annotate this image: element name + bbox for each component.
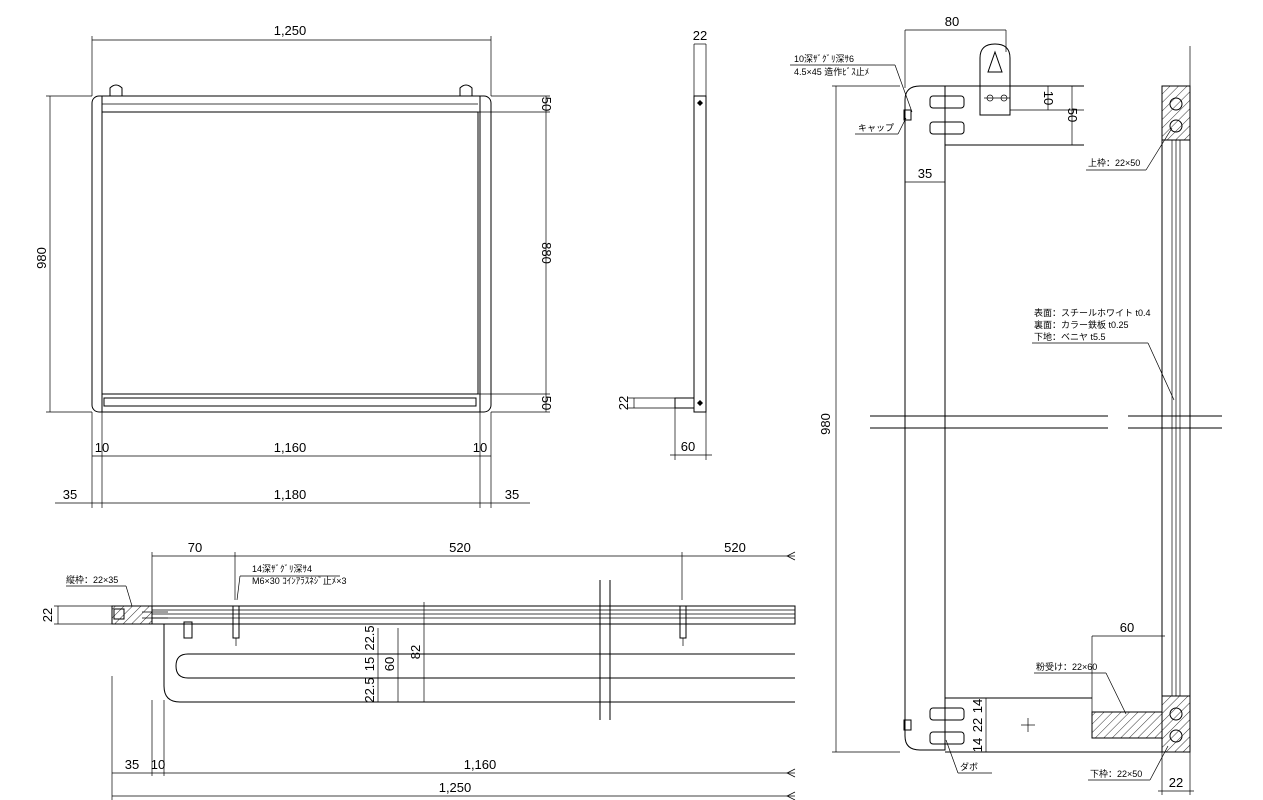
side-profile — [693, 95, 707, 413]
dowel-plan — [183, 621, 193, 639]
dim-1250-plan: 1,250 — [439, 780, 472, 795]
tray-plan — [163, 624, 795, 703]
dim-80: 80 — [945, 14, 959, 29]
dim-980-section: 980 — [818, 413, 833, 435]
label-bottom-frame: 下枠：22×50 — [1090, 768, 1142, 779]
dim-inset-left: 10 — [95, 440, 109, 455]
dim-22-5-b: 22.5 — [362, 677, 377, 702]
dim-82: 82 — [408, 645, 423, 659]
dim-height-total: 980 — [34, 247, 49, 269]
board-plan — [111, 605, 796, 625]
label-back: 裏面：カラー鉄板 t0.25 — [1034, 319, 1129, 330]
tray-section — [1091, 711, 1163, 739]
hanger-bracket — [979, 43, 1011, 116]
section-view: 80 10深ｻﾞｸﾞﾘ深ｻ6 4.5×45 造作ﾋﾞｽ止ﾒ 10 50 キャップ… — [790, 14, 1222, 795]
dim-22-plan: 22 — [40, 608, 55, 622]
dim-10-plan: 10 — [151, 757, 165, 772]
dim-60-plan: 60 — [382, 657, 397, 671]
dim-inset-right: 10 — [473, 440, 487, 455]
label-base: 下地：ベニヤ t5.5 — [1034, 331, 1106, 342]
dim-520-a: 520 — [449, 540, 471, 555]
dim-inner-height: 880 — [539, 242, 554, 264]
hook-right-icon — [459, 84, 473, 96]
dim-14-a: 14 — [970, 699, 985, 713]
dim-top-rail: 50 — [539, 97, 554, 111]
label-dowel: ダボ — [960, 761, 978, 772]
dim-bottom-rail: 50 — [539, 396, 554, 410]
front-view: 1,250 980 50 880 50 10 1,160 10 35 1,180… — [34, 23, 554, 508]
dim-520-b: 520 — [724, 540, 746, 555]
note-frame: 縦枠：22×35 — [66, 574, 118, 585]
dim-tray-thickness: 22 — [616, 396, 631, 410]
dim-22-5-a: 22.5 — [362, 625, 377, 650]
note-screw-section: 4.5×45 造作ﾋﾞｽ止ﾒ — [794, 66, 869, 77]
triangle-mark-icon — [987, 50, 1003, 73]
dim-35-plan: 35 — [125, 757, 139, 772]
dim-22-section: 22 — [970, 718, 985, 732]
dim-14-b: 14 — [970, 738, 985, 752]
hook-left-icon — [109, 84, 123, 96]
note-screw: M6×30 ｺｲﾝｱﾗｽﾈｼﾞ止ﾒ×3 — [252, 575, 347, 586]
cap — [903, 109, 912, 121]
screw-1-icon — [228, 605, 244, 646]
dim-thickness: 22 — [693, 28, 707, 43]
plan-view: 70 520 520 縦枠：22×35 14深ｻﾞｸﾞﾘ深ｻ4 M6×30 ｺｲ… — [40, 540, 796, 800]
label-surface: 表面：スチールホワイト t0.4 — [1034, 307, 1151, 318]
dim-inner-width: 1,160 — [274, 440, 307, 455]
dim-1160-plan: 1,160 — [464, 757, 497, 772]
dim-side-right: 35 — [505, 487, 519, 502]
board-outline — [91, 95, 492, 413]
side-view: 22 22 60 — [616, 28, 712, 460]
label-top-frame: 上枠：22×50 — [1088, 157, 1140, 168]
dim-10-section: 10 — [1041, 91, 1056, 105]
tray-profile — [674, 397, 695, 409]
screw-2-icon — [675, 605, 691, 646]
dim-middle-width: 1,180 — [274, 487, 307, 502]
side-frame-section — [904, 85, 946, 751]
dim-tray-depth: 60 — [681, 439, 695, 454]
note-drill: 14深ｻﾞｸﾞﾘ深ｻ4 — [252, 564, 312, 574]
dim-15: 15 — [362, 657, 377, 671]
dim-22-bottom: 22 — [1169, 775, 1183, 790]
dim-width-total: 1,250 — [274, 23, 307, 38]
dim-50-section: 50 — [1065, 108, 1080, 122]
writing-surface — [101, 111, 479, 395]
dim-60-section: 60 — [1120, 620, 1134, 635]
dim-70: 70 — [188, 540, 202, 555]
label-cap: キャップ — [858, 123, 894, 133]
dim-35-section: 35 — [918, 166, 932, 181]
dim-side-left: 35 — [63, 487, 77, 502]
chalk-tray — [103, 397, 477, 407]
label-tray: 粉受け：22×60 — [1036, 661, 1097, 672]
note-drill-section: 10深ｻﾞｸﾞﾘ深ｻ6 — [794, 54, 854, 64]
